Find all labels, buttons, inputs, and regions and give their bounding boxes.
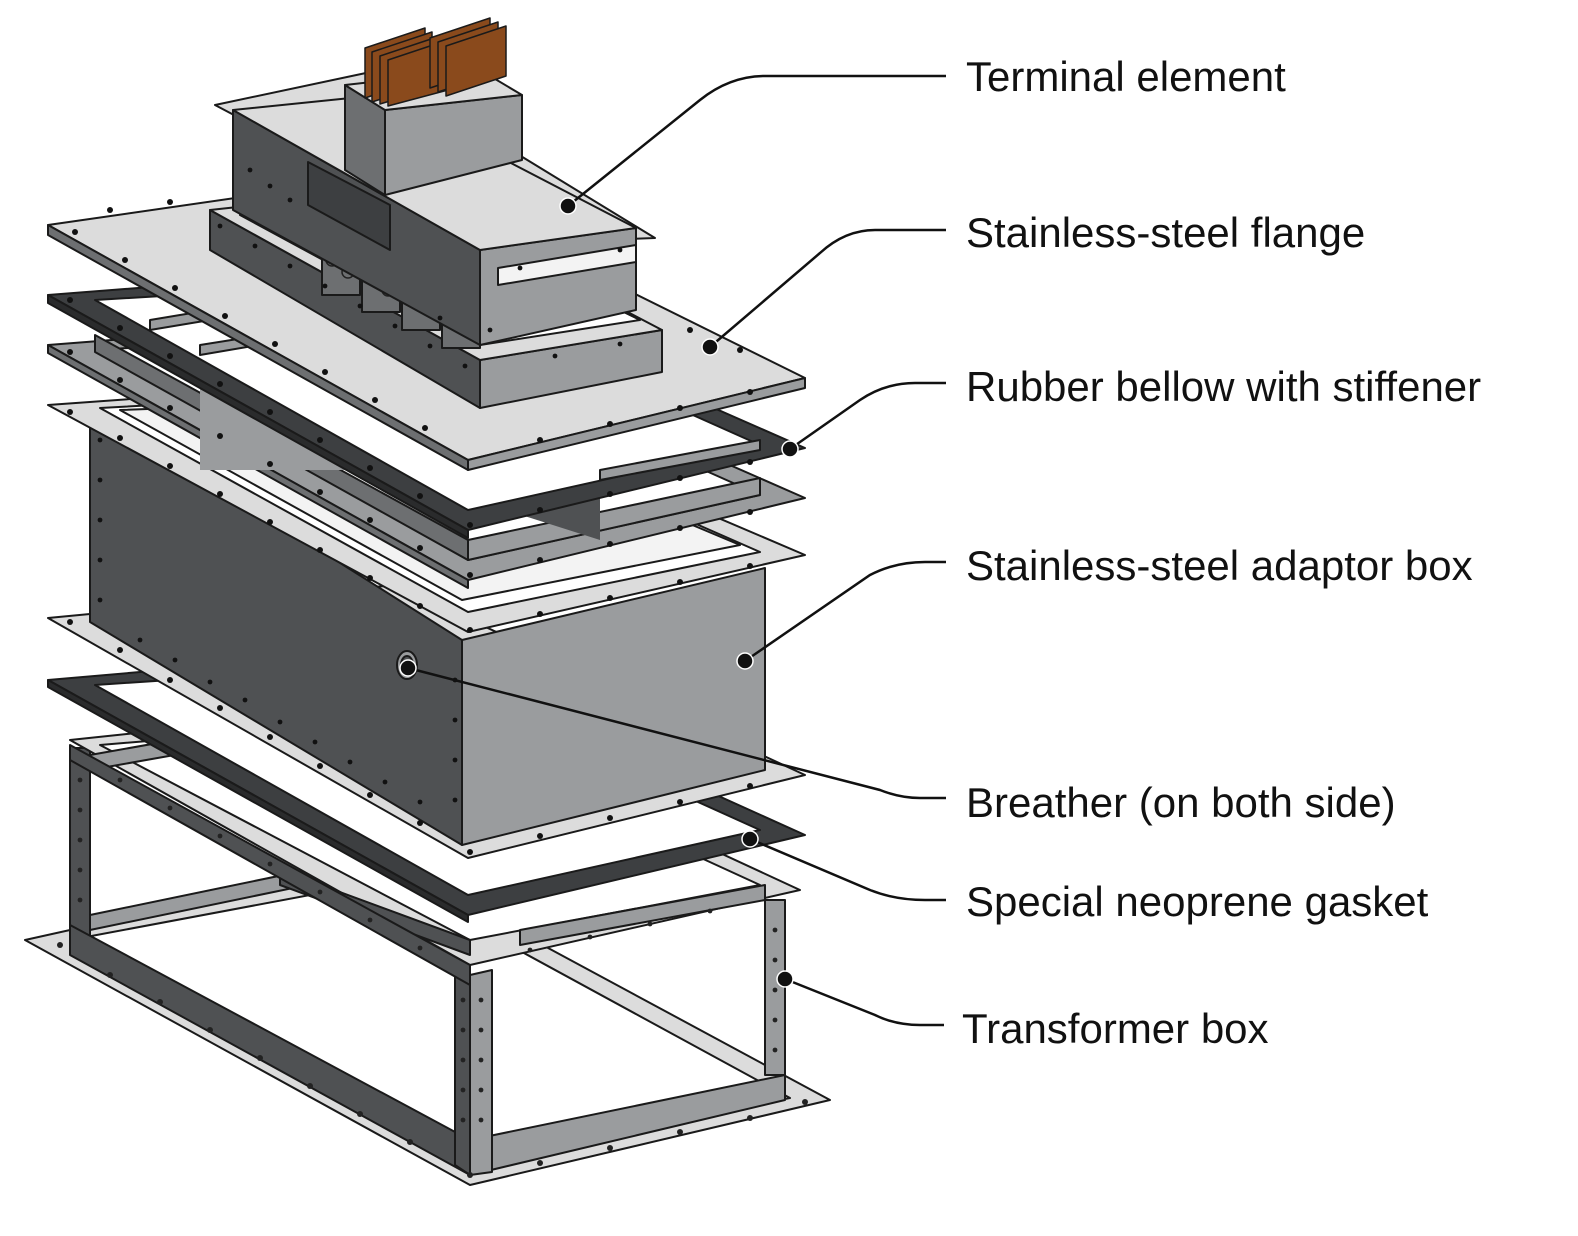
dot-flange: [701, 338, 719, 356]
dot-breather: [399, 659, 417, 677]
leader-terminal: [567, 74, 946, 207]
leader-adaptor: [744, 560, 946, 663]
dot-terminal: [559, 197, 577, 215]
leader-lines: [407, 74, 946, 1027]
leader-bellow: [789, 381, 946, 451]
label-neoprene-gasket: Special neoprene gasket: [966, 878, 1429, 925]
terminal-element: [209, 17, 663, 409]
label-stainless-flange: Stainless-steel flange: [966, 209, 1366, 256]
label-adaptor-box: Stainless-steel adaptor box: [966, 542, 1473, 589]
leader-breather: [407, 666, 946, 800]
dot-gasket: [741, 830, 759, 848]
dot-adaptor: [736, 652, 754, 670]
dot-transformer: [776, 970, 794, 988]
leader-dots: [399, 197, 799, 988]
leader-gasket: [749, 837, 946, 902]
label-breather: Breather (on both side): [966, 779, 1396, 826]
label-terminal-element: Terminal element: [966, 53, 1286, 100]
leader-transformer: [784, 977, 944, 1027]
leader-flange: [709, 228, 946, 348]
label-rubber-bellow: Rubber bellow with stiffener: [966, 363, 1482, 410]
dot-bellow: [781, 440, 799, 458]
label-transformer-box: Transformer box: [962, 1005, 1269, 1052]
